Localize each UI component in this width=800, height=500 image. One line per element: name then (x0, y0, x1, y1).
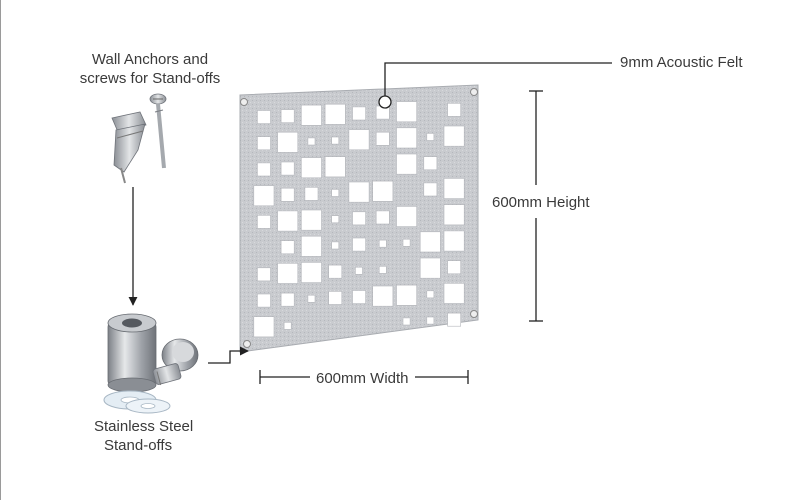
panel-cutout (300, 157, 322, 179)
panel-cutout (277, 131, 299, 153)
panel-cutout (328, 264, 343, 279)
panel-cutout (396, 153, 418, 175)
panel-cutout (447, 103, 462, 117)
panel-cutout (355, 266, 363, 275)
panel-cutout (280, 109, 295, 123)
panel-cutout (372, 180, 394, 202)
panel-cutout (257, 293, 271, 308)
panel-cutout (372, 285, 394, 307)
wall-anchors-label-line1: Wall Anchors and (91, 51, 209, 68)
panel-cutout (402, 238, 411, 247)
panel-cutout (277, 262, 299, 284)
standoff-to-panel-arrow (208, 346, 249, 364)
panel-cutout (426, 290, 435, 299)
panel-cutout (257, 215, 271, 229)
panel-cutout (396, 127, 418, 149)
acoustic-felt-label: 9mm Acoustic Felt (620, 54, 743, 71)
panel-cutout (378, 265, 387, 274)
panel-cutout (396, 284, 418, 306)
panel-cutout (352, 211, 366, 226)
panel-cutout (426, 133, 435, 141)
wall-anchors-label: Wall Anchors and screws for Stand-offs (40, 50, 260, 88)
panel-cutout (300, 209, 322, 231)
panel-cutout (443, 282, 465, 304)
panel-cutout (300, 262, 322, 283)
felt-callout (378, 62, 612, 109)
panel-cutout (283, 321, 292, 330)
wall-anchors-label-line2: screws for Stand-offs (79, 70, 221, 87)
panel-cutout (280, 161, 295, 176)
panel-cutout (300, 104, 322, 126)
panel-cutout (257, 267, 271, 282)
standoffs-label-line2: Stand-offs (104, 437, 173, 454)
panel-cutout (352, 106, 366, 121)
panel-cutout (324, 156, 346, 178)
panel-cutout (253, 185, 275, 207)
panel-cutout (331, 215, 340, 224)
panel-cutout (280, 292, 295, 307)
panel-cutout (375, 131, 390, 146)
panel-cutout (253, 316, 275, 338)
panel-cutout (447, 312, 462, 327)
panel-cutout (280, 187, 295, 202)
panel-cutout (348, 181, 370, 203)
panel-cutout (419, 231, 441, 253)
mount-point-bottom-right (470, 310, 478, 318)
frame-edge-line (0, 0, 1, 500)
height-label: 600mm Height (492, 194, 590, 211)
panel-cutout (443, 204, 465, 226)
panel-cutout (280, 240, 295, 255)
mount-point-top-right (470, 88, 478, 96)
panel-cutout (443, 125, 465, 147)
standoff-barrel-image (107, 313, 157, 393)
panel-cutout (328, 291, 343, 305)
mount-point-bottom-left (243, 340, 251, 348)
panel-cutout (331, 189, 340, 197)
panel-cutout (378, 239, 387, 248)
panel-cutout (396, 206, 418, 227)
panel-cutout (331, 136, 340, 145)
panel-cutout (352, 290, 366, 304)
panel-cutout (396, 101, 418, 123)
panel-cutout (324, 103, 346, 125)
panel-cutout (277, 210, 299, 232)
panel-cutout (307, 294, 316, 303)
wall-anchor-image (111, 111, 147, 184)
panel-cutout (257, 110, 271, 124)
clear-washers-image (103, 390, 171, 414)
acoustic-felt-panel (239, 84, 479, 353)
panel-cutout (443, 178, 465, 199)
screw-image (149, 93, 167, 169)
panel-cutout (419, 257, 441, 279)
panel-cutout (443, 230, 465, 252)
panel-cutout (423, 182, 438, 197)
standoff-cap-image (152, 338, 199, 386)
panel-cutout (402, 317, 411, 326)
panel-cutout (375, 210, 390, 225)
panel-cutout (423, 156, 438, 171)
panel-cutout (257, 162, 271, 177)
mount-point-top-left (240, 98, 248, 106)
panel-cutout (331, 241, 340, 250)
panel-cutout (257, 136, 271, 151)
panel-cutout (447, 260, 462, 275)
width-label: 600mm Width (310, 369, 415, 388)
panel-cutout (300, 235, 322, 257)
height-dimension (529, 90, 543, 322)
panel-cutout (348, 129, 370, 151)
panel-cutout-pattern (253, 101, 465, 338)
panel-cutout (304, 187, 319, 201)
panel-cutout (307, 137, 316, 146)
standoffs-label-line1: Stainless Steel (94, 418, 194, 435)
panel-cutout (352, 237, 366, 252)
panel-cutout (426, 316, 435, 325)
